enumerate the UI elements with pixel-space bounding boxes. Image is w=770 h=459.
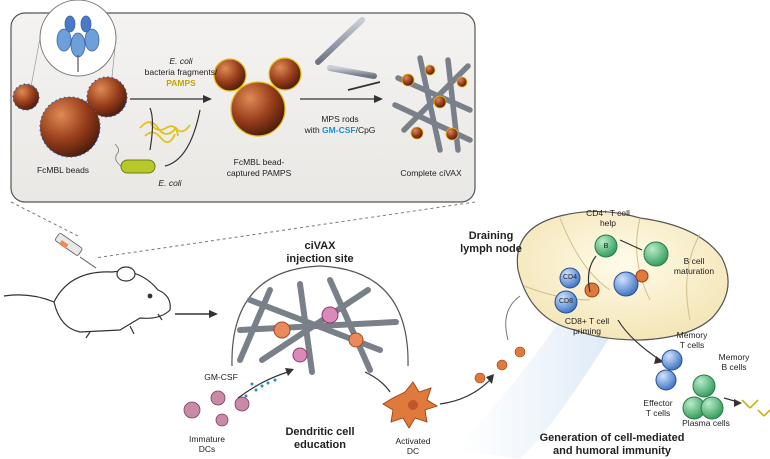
label-gm-csf: GM-CSF [204, 372, 238, 382]
zoom-dashes [10, 201, 476, 259]
node-arrows [587, 239, 661, 361]
label-cd4-help-2: help [599, 218, 617, 228]
activated-dc [382, 381, 439, 429]
immature-dcs [183, 390, 250, 427]
antibody-icon [56, 15, 100, 72]
label-dc-education-2: education [294, 439, 346, 451]
node-cells [554, 234, 669, 314]
label-mps-rods: MPS rods [321, 114, 359, 124]
label-mps-cpg: /CpG [355, 125, 376, 135]
label-gm-csf-top: GM-CSF [322, 125, 356, 135]
label-injection-2: injection site [286, 253, 354, 265]
label-activated-2: DC [406, 446, 420, 456]
label-pamps: PAMPS [166, 78, 196, 88]
gm-csf-dots [244, 378, 277, 398]
mps-rods [315, 17, 377, 79]
injection-dome [231, 265, 409, 367]
label-injection-1: ciVAX [304, 240, 336, 252]
label-effector-1: Effector [643, 398, 673, 408]
injection-cells [273, 306, 364, 363]
label-fcmbl-beads: FcMBL beads [36, 165, 90, 175]
label-draining-1: Draining [468, 230, 514, 242]
migration-band [455, 320, 620, 459]
label-b-maturation-2: maturation [673, 266, 715, 276]
label-draining-2: lymph node [460, 243, 522, 255]
label-captured-1: FcMBL bead- [233, 157, 285, 167]
label-ecoli: E. coli [158, 178, 182, 188]
label-mps-with: with GM-CSF/CpG [296, 125, 384, 135]
migrating-dcs [474, 346, 526, 384]
label-b-maturation-1: B cell [683, 256, 705, 266]
captured-beads [213, 57, 302, 137]
label-ecoli-fragments-1: E. coli [169, 56, 193, 66]
label-immature-2: DCs [198, 444, 216, 454]
label-generation-2: and humoral immunity [553, 445, 671, 457]
label-mps-with-pre: with [304, 125, 323, 135]
syringe-icon [55, 233, 97, 269]
label-immature-1: Immature [189, 434, 225, 444]
label-memory-b-2: B cells [721, 362, 747, 372]
top-arrowheads [203, 95, 383, 103]
mouse-icon [3, 266, 171, 339]
label-b-cell: B [603, 241, 609, 250]
label-complete-civax: Complete ciVAX [400, 168, 462, 178]
label-memory-t-2: T cells [679, 340, 705, 350]
label-ecoli-fragments-2: bacteria fragments/ [144, 67, 218, 77]
label-plasma-cells: Plasma cells [682, 418, 730, 428]
top-arrows [130, 81, 381, 167]
label-cd8-priming-1: CD8+ T cell [564, 316, 610, 326]
label-dc-education-1: Dendritic cell [285, 426, 355, 438]
label-activated-1: Activated [395, 436, 431, 446]
label-cd4: CD4 [562, 274, 577, 281]
immune-outputs [655, 349, 770, 420]
ecoli-bacterium [114, 143, 156, 174]
fcmbl-beads [12, 76, 128, 158]
injection-rods [237, 277, 399, 375]
label-captured-2: captured PAMPS [226, 168, 292, 178]
label-cd4-help-1: CD4⁺ T cell [586, 208, 630, 218]
label-memory-t-1: Memory [676, 330, 708, 340]
pamps-strands [139, 121, 191, 144]
label-generation-1: Generation of cell-mediated [539, 432, 685, 444]
label-cd8: CD8 [558, 298, 573, 305]
complete-civax-beads [401, 64, 468, 141]
label-effector-2: T cells [645, 408, 671, 418]
label-memory-b-1: Memory [718, 352, 750, 362]
label-cd8-priming-2: priming [573, 326, 601, 336]
